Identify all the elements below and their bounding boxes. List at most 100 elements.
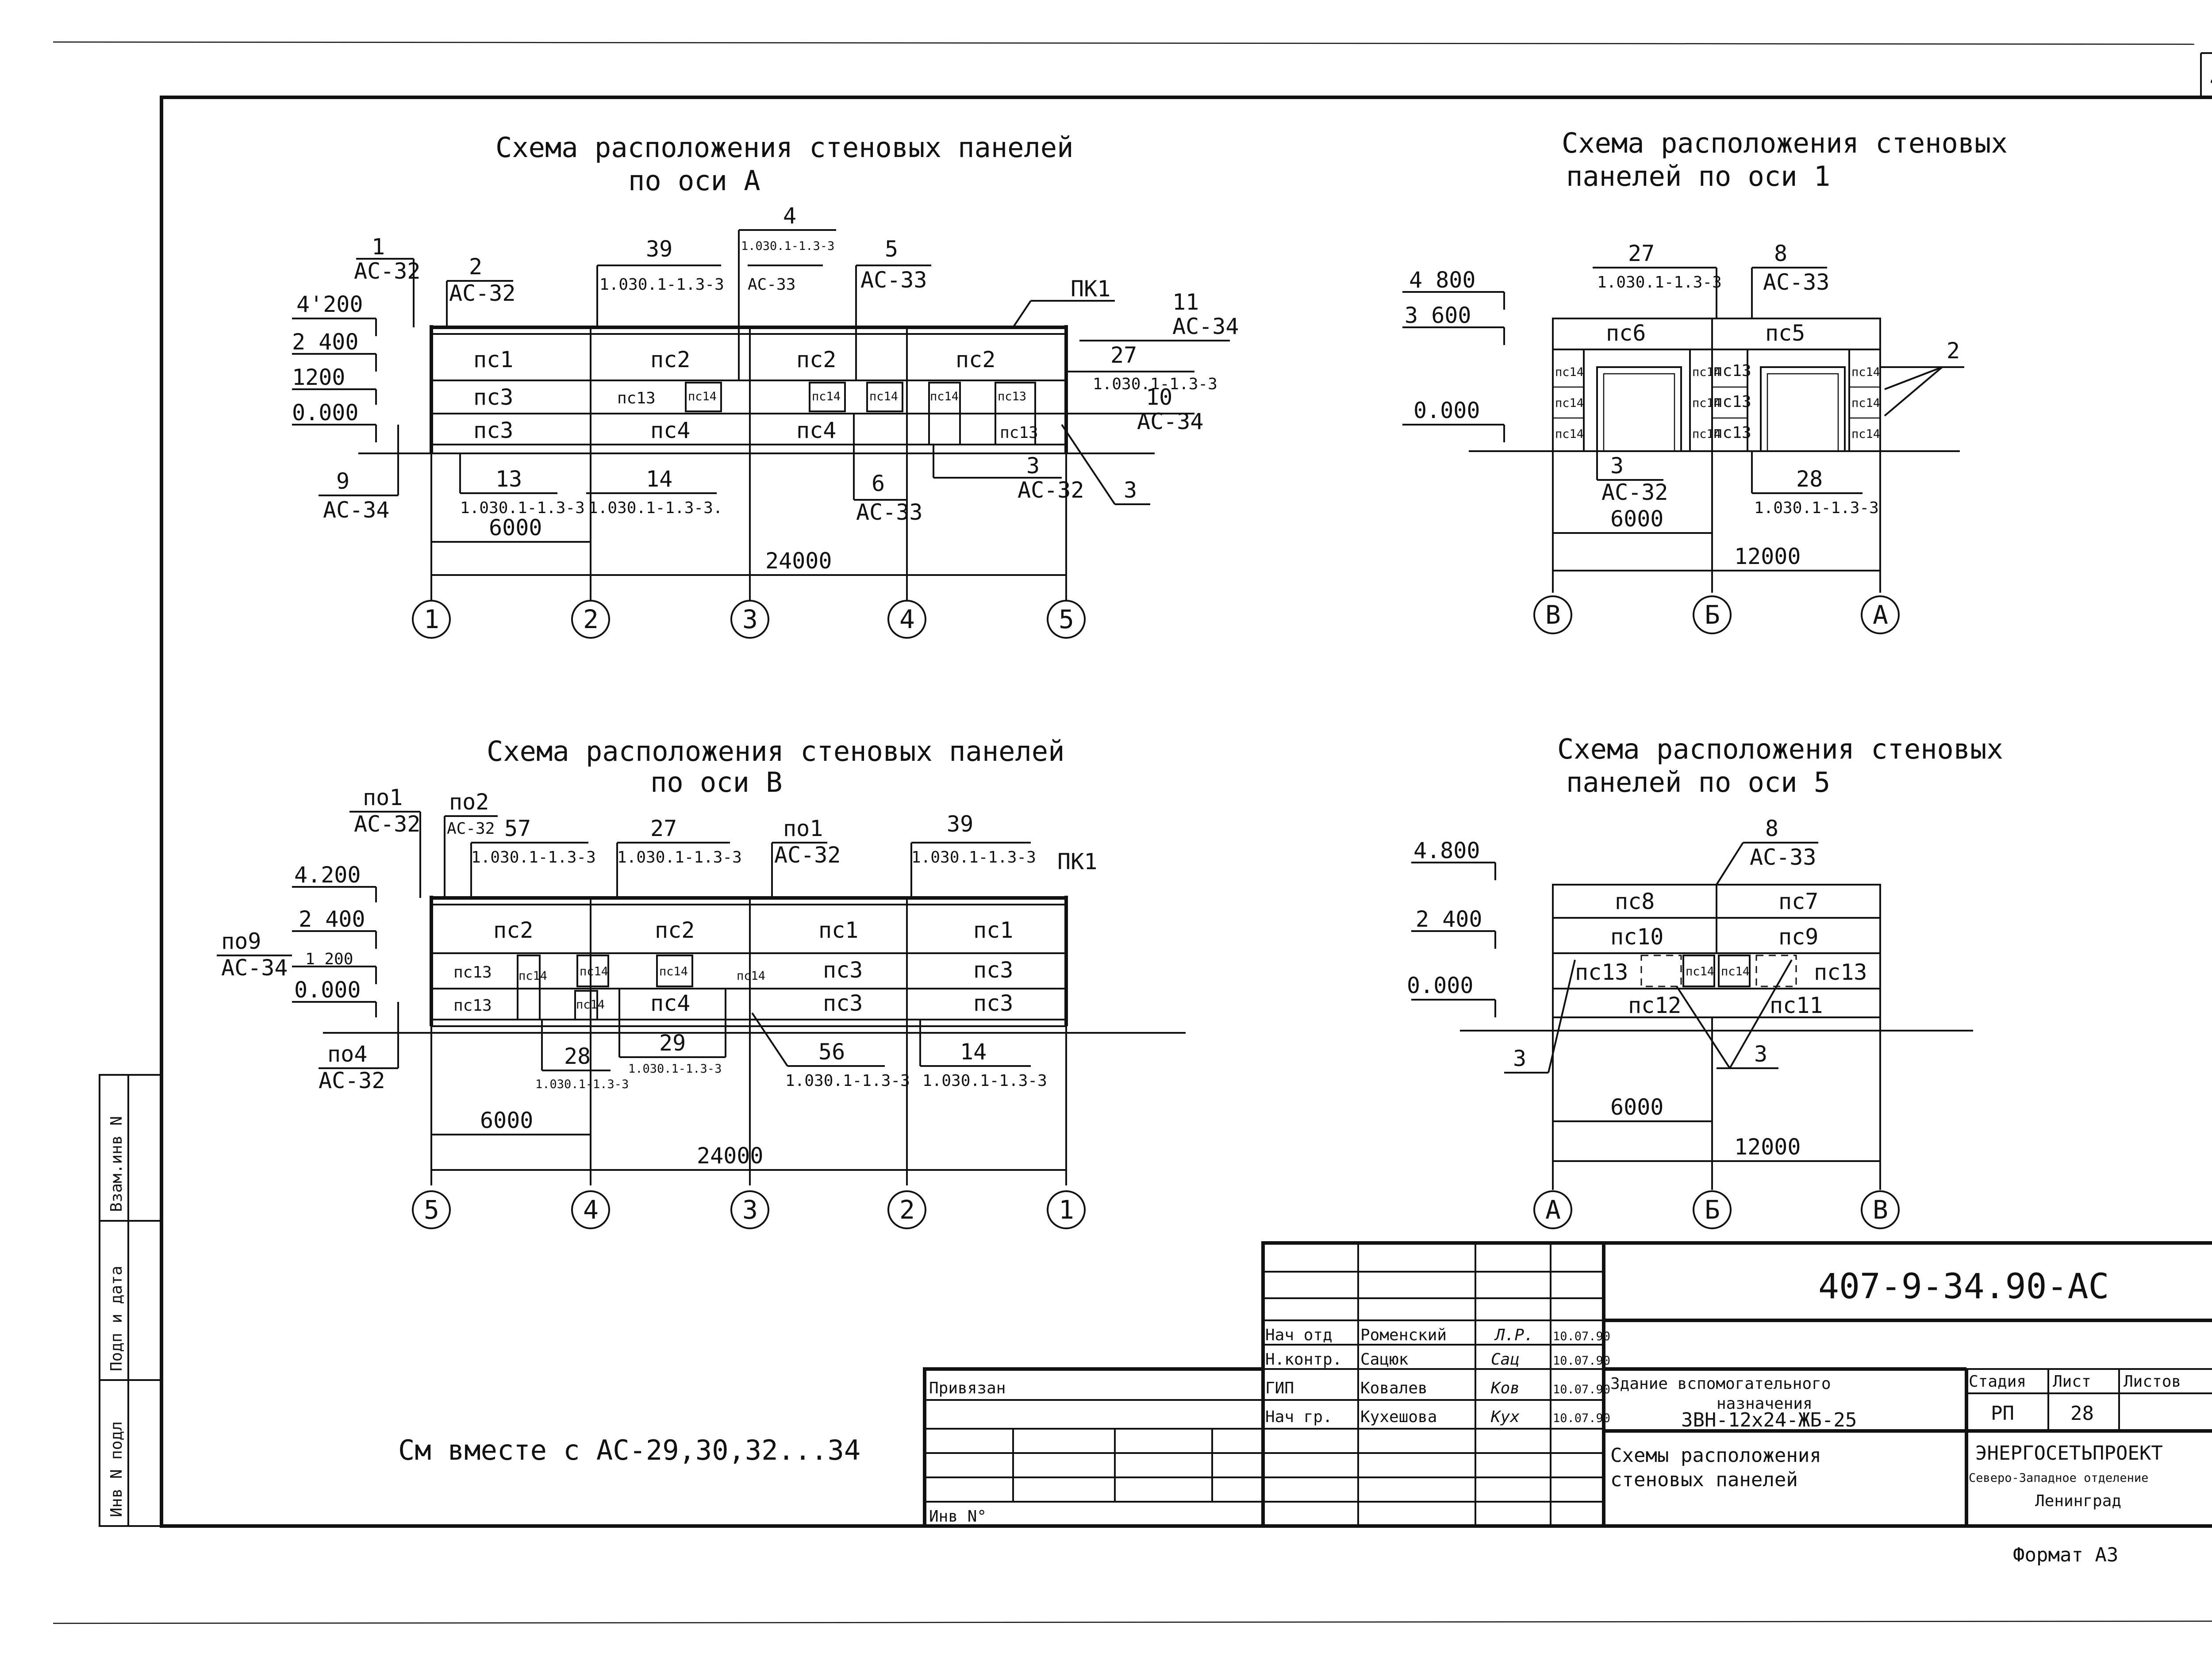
callout-a-39-num: 39: [646, 236, 672, 262]
panel-a-0: пс1: [473, 347, 513, 372]
callout-v-29-num: 29: [659, 1030, 686, 1056]
panel-5-7: пс13: [1814, 959, 1867, 985]
axis-v-1: 4: [583, 1195, 599, 1225]
sig-date-0: 10.07.90: [1553, 1330, 1610, 1343]
callout-v-po9-num: по9: [221, 928, 261, 954]
panel-v-4: пс13: [453, 963, 492, 982]
callout-a-14-num: 14: [646, 466, 672, 492]
dim-a-6000: 6000: [489, 515, 542, 541]
panel-1-13: пс14: [1851, 427, 1880, 441]
callout-v-po1b-mark: АС-32: [774, 842, 841, 868]
panel-v-7: пс3: [823, 957, 863, 983]
panel-a-8: пс14: [869, 390, 898, 403]
callout-a-9-num: 9: [336, 468, 349, 494]
panel-a-1: пс2: [650, 347, 690, 372]
signature-mark-2: Ков: [1490, 1379, 1520, 1397]
panel-1-10: пс14: [1692, 427, 1721, 441]
sheet-number: 40: [2210, 69, 2212, 91]
level-5-1: 2 400: [1416, 906, 1482, 932]
panel-1-3: пс13: [1713, 393, 1751, 411]
panel-v-5: пс14: [580, 965, 608, 978]
panel-1-0: пс6: [1606, 320, 1646, 346]
callout-a-3-num: 3: [1026, 453, 1040, 479]
building-line2: назначения: [1717, 1395, 1813, 1413]
scheme-5-title-line2: панелей по оси 5: [1566, 766, 1830, 798]
sheet-value: 28: [2070, 1402, 2094, 1425]
callout-v-39-mark: 1.030.1-1.3-3: [911, 848, 1036, 867]
dim-5-6000: 6000: [1610, 1094, 1663, 1120]
callout-a-11-mark: АС-34: [1172, 314, 1239, 339]
panel-v-0: пс2: [493, 917, 533, 943]
callout-a-14-mark: 1.030.1-1.3-3.: [588, 499, 722, 517]
scheme-1-title-line1: Схема расположения стеновых: [1562, 127, 2008, 159]
callout-v-27-mark: 1.030.1-1.3-3: [617, 848, 742, 867]
callout-v-po1-mark: АС-32: [354, 811, 421, 837]
callout-a-4-num: 4: [783, 203, 796, 229]
title-block: 407-9-34.90-АС Нач отд Роменский 10.07.9…: [923, 1241, 2212, 1528]
dim-a-24000: 24000: [765, 548, 832, 574]
callout-a-5-mark: АС-33: [860, 267, 927, 293]
leader-1-2: 2: [1947, 338, 1960, 364]
callout-v-29-mark: 1.030.1-1.3-3: [628, 1062, 722, 1076]
scheme-axis-5: Схема расположения стеновых панелей по о…: [1407, 733, 2003, 1229]
scheme-a-title-line2: по оси А: [628, 165, 760, 197]
level-1-1: 3 600: [1405, 303, 1471, 328]
signature-mark-0: Л.Р.: [1494, 1326, 1534, 1344]
callout-a-2-num: 2: [469, 254, 482, 280]
stage-header: Стадия: [1969, 1373, 2026, 1391]
leader-5-1: 3: [1754, 1041, 1767, 1067]
panel-5-1: пс7: [1778, 889, 1818, 914]
callout-v-57-num: 57: [504, 816, 531, 841]
callout-a-1-num: 1: [372, 234, 385, 260]
axis-v-2: 3: [742, 1195, 758, 1225]
panel-a-2: пс2: [796, 347, 836, 372]
sheet-header: Лист: [2053, 1373, 2091, 1391]
format-label: Формат А3: [2013, 1544, 2118, 1566]
callout-v-27-num: 27: [650, 816, 677, 841]
reference-note: См вместе с АС-29,30,32...34: [398, 1434, 860, 1466]
panel-5-6: пс14: [1721, 965, 1750, 978]
leader-5-0: 3: [1513, 1046, 1526, 1071]
stamp-vzam-inv: Взам.инв N: [108, 1116, 126, 1212]
callout-1-28-num: 28: [1796, 466, 1823, 492]
dim-1-12000: 12000: [1734, 544, 1801, 569]
pk-v: ПК1: [1057, 849, 1097, 874]
sig-name-1: Сацюк: [1360, 1350, 1409, 1369]
scheme-v-title-line1: Схема расположения стеновых панелей: [487, 735, 1064, 767]
signature-mark-1: Сац: [1491, 1350, 1520, 1369]
panel-1-12: пс14: [1851, 396, 1880, 410]
panel-a-9: пс14: [930, 390, 959, 403]
callout-a-4-mark: 1.030.1-1.3-3: [741, 239, 834, 253]
callout-1-28-mark: 1.030.1-1.3-3: [1754, 499, 1879, 517]
callout-a-10-num: 10: [1146, 384, 1172, 410]
panel-a-12: пс4: [650, 418, 690, 443]
callout-v-po4-num: по4: [327, 1041, 367, 1067]
signature-mark-3: Кух: [1490, 1408, 1520, 1426]
axis-1-2: А: [1873, 600, 1888, 630]
callout-a-5-num: 5: [885, 236, 898, 262]
sig-name-0: Роменский: [1360, 1326, 1447, 1344]
callout-1-3-mark: АС-32: [1601, 479, 1668, 505]
callout-a-27-mark: 1.030.1-1.3-3: [1093, 375, 1217, 393]
org-line1: ЭНЕРГОСЕТЬПРОЕКТ: [1975, 1442, 2163, 1465]
level-v-0: 4.200: [294, 862, 361, 888]
callout-a-11-num: 11: [1172, 289, 1199, 315]
callout-v-56-mark: 1.030.1-1.3-3: [785, 1072, 910, 1090]
axis-v-0: 5: [424, 1195, 439, 1225]
panel-5-4: пс13: [1575, 959, 1628, 985]
panel-a-13: пс4: [796, 418, 836, 443]
sig-role-3: Нач гр.: [1265, 1408, 1333, 1426]
axis-5-0: А: [1545, 1195, 1561, 1225]
callout-5-8-mark: АС-33: [1750, 844, 1816, 870]
privyazan-label: Привязан: [929, 1379, 1006, 1397]
panel-5-5: пс14: [1686, 965, 1714, 978]
panel-1-11: пс14: [1851, 365, 1880, 379]
axis-a-3: 4: [899, 604, 915, 634]
sig-role-2: ГИП: [1265, 1379, 1294, 1397]
sig-name-3: Кухешова: [1360, 1408, 1437, 1426]
callout-v-28-mark: 1.030.1-1.3-3: [535, 1078, 629, 1091]
sig-role-0: Нач отд: [1265, 1326, 1333, 1344]
callout-1-3-num: 3: [1610, 453, 1624, 479]
callout-a-13-mark: 1.030.1-1.3-3: [460, 499, 585, 517]
